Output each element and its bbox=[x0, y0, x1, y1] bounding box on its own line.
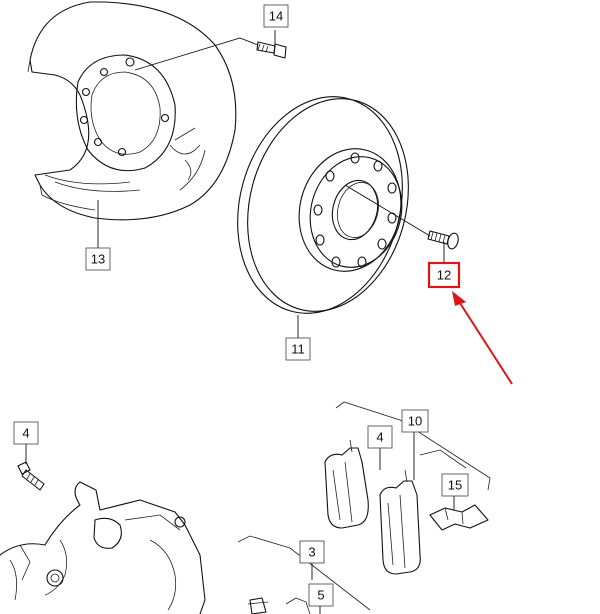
callout-4-bolt-text: 4 bbox=[22, 426, 29, 441]
callout-13-text: 13 bbox=[91, 252, 105, 267]
pad-bracket-lines bbox=[335, 401, 491, 491]
brake-disc bbox=[237, 96, 409, 314]
callout-4-pads-text: 4 bbox=[376, 430, 383, 445]
callout-14-text: 14 bbox=[269, 9, 283, 24]
callout-5: 5 bbox=[308, 583, 334, 607]
callout-15-text: 15 bbox=[448, 478, 462, 493]
dust-shield bbox=[27, 1, 237, 221]
callout-10: 10 bbox=[401, 409, 429, 433]
spring-clip bbox=[429, 504, 489, 531]
highlight-arrow bbox=[452, 291, 513, 385]
lower-bracket-lines bbox=[237, 535, 371, 614]
callout-4-pads: 4 bbox=[367, 425, 393, 449]
shield-bolt bbox=[256, 41, 287, 59]
callout-11-text: 11 bbox=[291, 342, 305, 357]
callout-4-bolt: 4 bbox=[13, 421, 39, 445]
callout-12-text: 12 bbox=[437, 268, 451, 283]
callout-14: 14 bbox=[263, 4, 289, 28]
guide-bolt bbox=[247, 597, 269, 614]
caliper-carrier bbox=[0, 481, 206, 614]
callout-10-text: 10 bbox=[408, 414, 422, 429]
disc-screw bbox=[427, 230, 459, 250]
callout-3-text: 3 bbox=[308, 545, 315, 560]
caliper-bolt bbox=[17, 461, 45, 491]
callout-12-highlighted: 12 bbox=[427, 261, 461, 289]
brake-pads bbox=[324, 439, 421, 575]
leader-lines bbox=[25, 30, 455, 614]
callout-11: 11 bbox=[285, 337, 311, 361]
callout-5-text: 5 bbox=[317, 588, 324, 603]
callout-13: 13 bbox=[85, 247, 111, 271]
callout-3: 3 bbox=[299, 540, 325, 564]
callout-15: 15 bbox=[441, 473, 469, 497]
